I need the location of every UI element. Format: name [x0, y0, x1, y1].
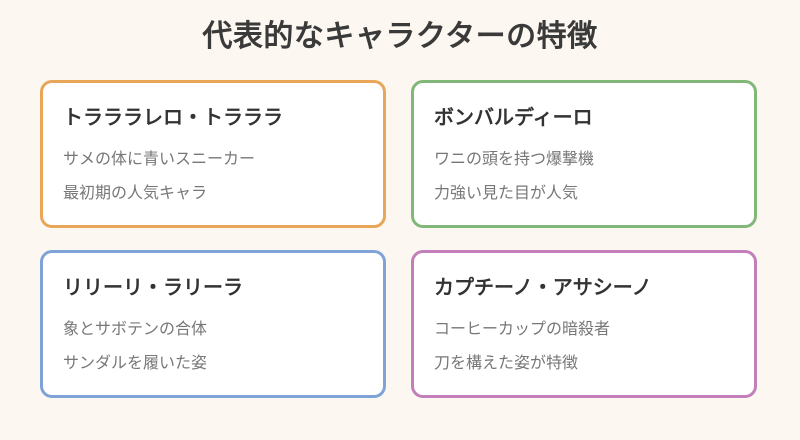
character-description: 最初期の人気キャラ: [63, 183, 208, 202]
character-description: 力強い見た目が人気: [434, 183, 579, 202]
page-title: 代表的なキャラクターの特徴: [202, 19, 598, 54]
character-name: トラララレロ・トラララ: [63, 105, 283, 129]
character-card: ボンバルディーロ ワニの頭を持つ爆撃機 力強い見た目が人気: [411, 80, 757, 228]
character-card: リリーリ・ラリーラ 象とサボテンの合体 サンダルを履いた姿: [40, 250, 386, 398]
character-name: ボンバルディーロ: [434, 105, 593, 129]
character-description: コーヒーカップの暗殺者: [434, 319, 611, 338]
character-name: リリーリ・ラリーラ: [63, 275, 243, 299]
character-name: カプチーノ・アサシーノ: [434, 275, 652, 299]
character-description: 刀を構えた姿が特徴: [434, 353, 579, 372]
character-description: 象とサボテンの合体: [63, 319, 208, 338]
character-card: トラララレロ・トラララ サメの体に青いスニーカー 最初期の人気キャラ: [40, 80, 386, 228]
character-card: カプチーノ・アサシーノ コーヒーカップの暗殺者 刀を構えた姿が特徴: [411, 250, 757, 398]
character-description: サメの体に青いスニーカー: [63, 149, 256, 168]
character-description: ワニの頭を持つ爆撃機: [434, 149, 595, 168]
character-description: サンダルを履いた姿: [63, 353, 208, 372]
